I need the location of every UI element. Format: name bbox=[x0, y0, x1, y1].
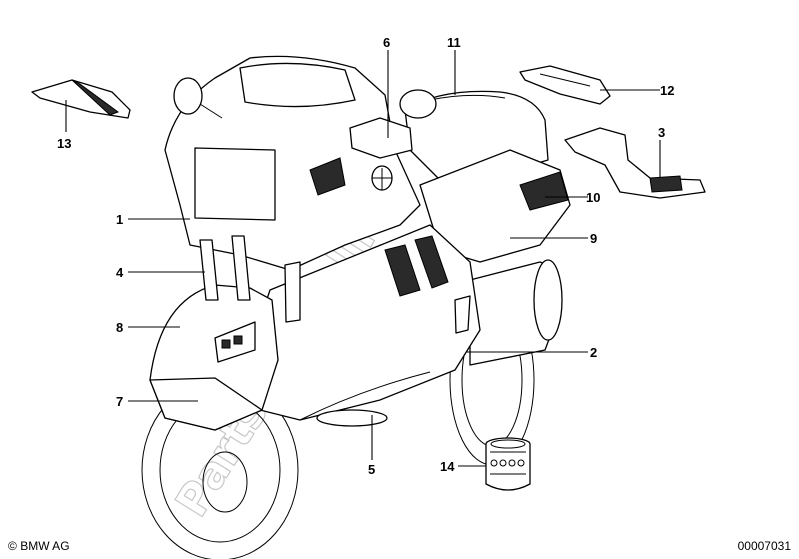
part-13-trim bbox=[31, 79, 131, 119]
copyright-notice: © BMW AG bbox=[8, 539, 70, 553]
part-14-roll bbox=[485, 437, 531, 491]
callout-4: 4 bbox=[116, 265, 124, 280]
mudguard bbox=[149, 284, 279, 431]
callout-7: 7 bbox=[116, 394, 123, 409]
callout-labels: 1 2 3 4 5 6 7 8 9 10 11 12 13 14 bbox=[57, 35, 674, 477]
lower-fairing bbox=[249, 224, 481, 427]
callout-1: 1 bbox=[116, 212, 123, 227]
callout-14: 14 bbox=[440, 459, 455, 474]
callout-3: 3 bbox=[658, 125, 665, 140]
part-12-bracket bbox=[519, 65, 611, 105]
upper-fairing bbox=[164, 55, 421, 271]
part-3-holder bbox=[564, 127, 706, 199]
mirror-left bbox=[173, 77, 223, 119]
drawing-number: 00007031 bbox=[737, 539, 791, 553]
callout-9: 9 bbox=[590, 231, 597, 246]
callout-2: 2 bbox=[590, 345, 597, 360]
callout-10: 10 bbox=[586, 190, 600, 205]
side-panel bbox=[419, 149, 571, 263]
callout-11: 11 bbox=[447, 35, 461, 50]
mirror-right bbox=[349, 89, 437, 159]
callout-6: 6 bbox=[383, 35, 390, 50]
callout-8: 8 bbox=[116, 320, 123, 335]
copyright-symbol: © bbox=[8, 539, 17, 553]
callout-5: 5 bbox=[368, 462, 375, 477]
callout-13: 13 bbox=[57, 136, 71, 151]
front-fork bbox=[199, 235, 301, 323]
leader-lines bbox=[65, 50, 661, 467]
exhaust bbox=[469, 259, 563, 366]
copyright-holder: BMW AG bbox=[20, 539, 70, 553]
callout-12: 12 bbox=[660, 83, 674, 98]
